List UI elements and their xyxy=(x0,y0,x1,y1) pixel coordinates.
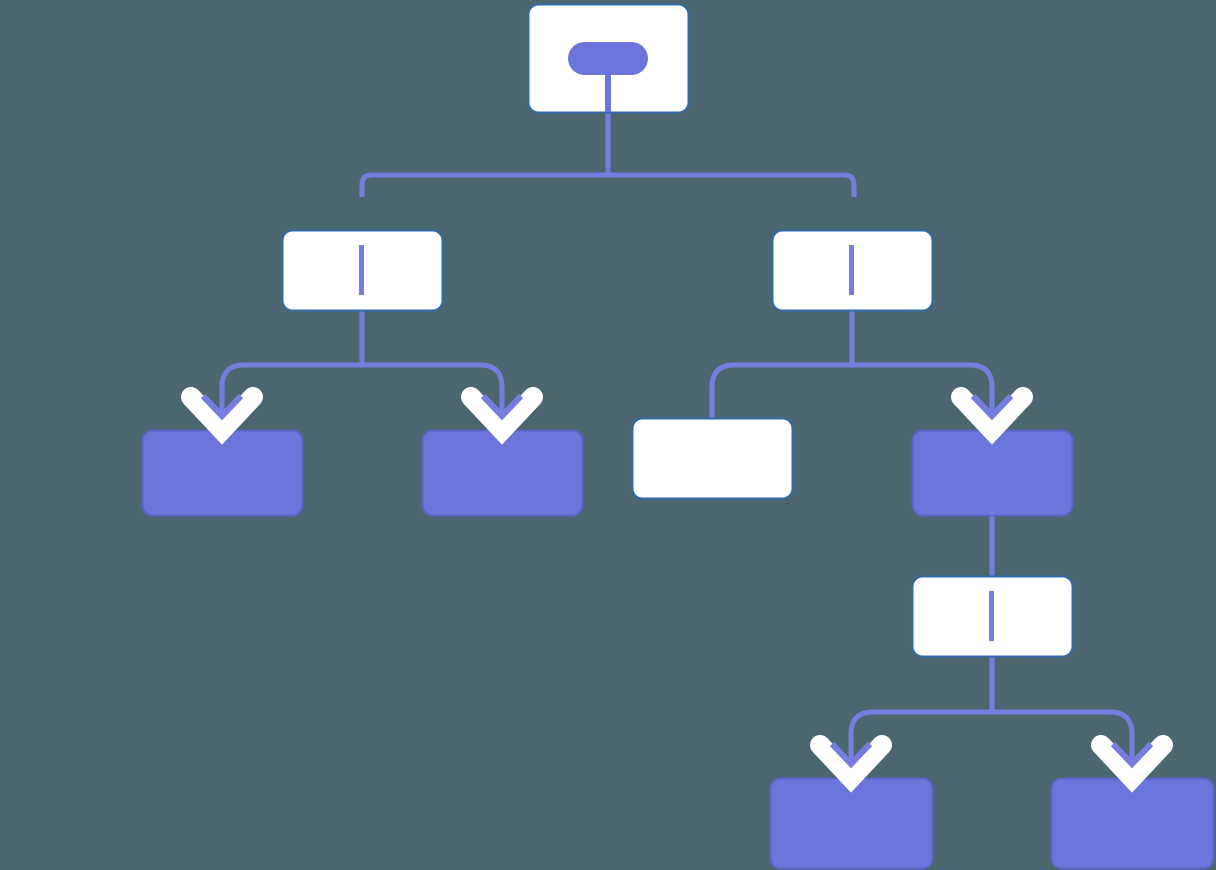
terminal-node-white-shape[interactable] xyxy=(631,417,794,500)
root-pill-badge xyxy=(568,42,648,75)
branch-node-left[interactable] xyxy=(281,229,444,312)
arrowhead-leaf-a-halo xyxy=(181,387,263,445)
arrowhead-leaf-a-chevron xyxy=(200,393,244,421)
arrowhead-leaf-d xyxy=(951,387,1033,445)
connector-right-split xyxy=(709,362,995,432)
arrowhead-leaf-a xyxy=(181,387,263,445)
arrowhead-leaf-lower-left-chevron xyxy=(829,741,873,769)
arrowhead-leaf-b-halo xyxy=(461,387,543,445)
arrowhead-leaf-lower-right-halo xyxy=(1091,735,1173,793)
arrowhead-leaf-lower-left-halo xyxy=(810,735,892,793)
connector-root-to-level1 xyxy=(359,112,857,197)
arrowhead-leaf-lower-right-chevron xyxy=(1110,741,1154,769)
connector-left-split xyxy=(219,362,505,432)
node-layer xyxy=(141,3,1215,870)
branch-node-right[interactable] xyxy=(771,229,934,312)
arrowhead-leaf-lower-left xyxy=(810,735,892,793)
root-pill-stem xyxy=(605,60,611,112)
arrowhead-leaf-b xyxy=(461,387,543,445)
branch-node-lower[interactable] xyxy=(911,575,1074,658)
arrowhead-leaf-d-halo xyxy=(951,387,1033,445)
arrowhead-layer xyxy=(181,387,1173,793)
arrowhead-leaf-d-chevron xyxy=(970,393,1014,421)
arrowhead-leaf-b-chevron xyxy=(480,393,524,421)
connector-layer xyxy=(219,112,1135,780)
arrowhead-leaf-lower-right xyxy=(1091,735,1173,793)
terminal-node-white[interactable] xyxy=(631,417,794,500)
branch-node-lower-inner-line xyxy=(989,591,994,641)
connector-lower-split xyxy=(848,709,1135,780)
branch-node-right-inner-line xyxy=(849,245,854,295)
branch-node-left-inner-line xyxy=(359,245,364,295)
root-node[interactable] xyxy=(527,3,690,114)
